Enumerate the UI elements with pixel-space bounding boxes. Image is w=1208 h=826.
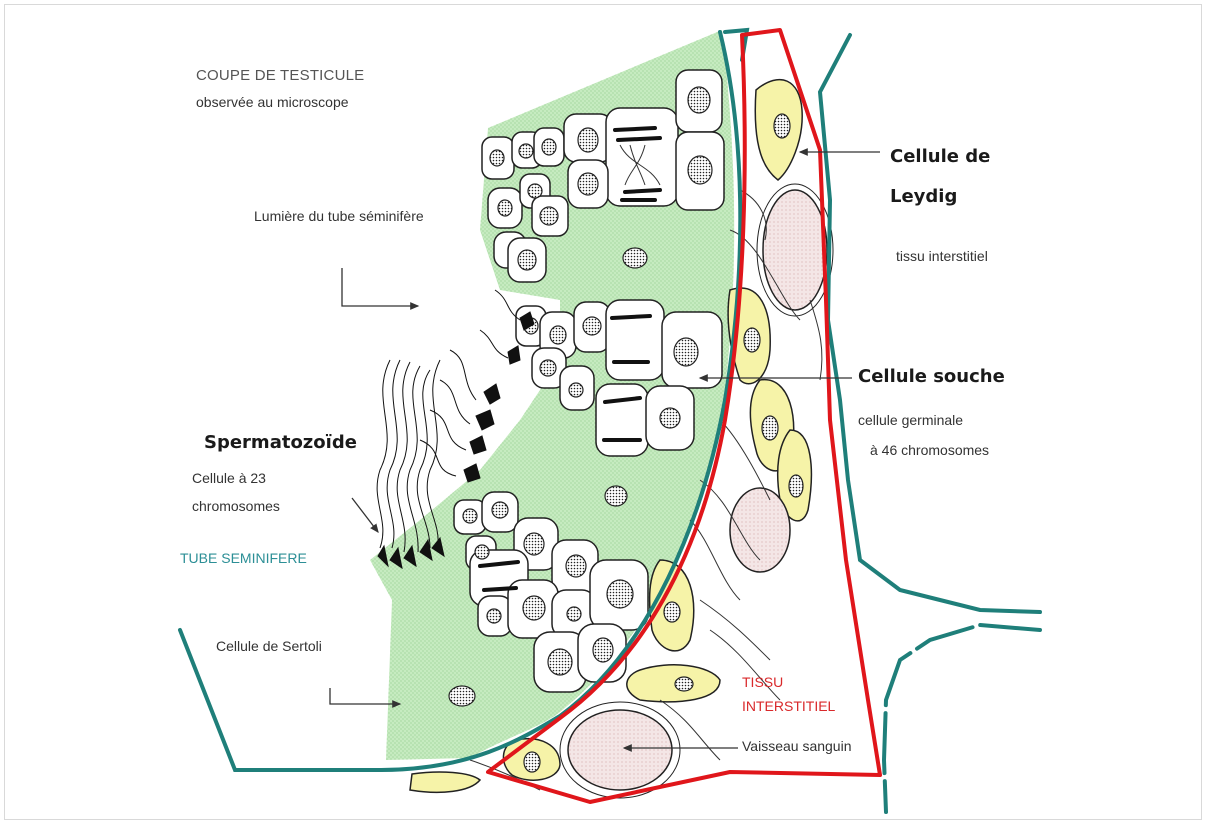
label-spermatozoide-desc-line2: chromosomes	[192, 496, 280, 516]
label-tissu-caps-line2: INTERSTITIEL	[742, 696, 835, 716]
label-lumiere: Lumière du tube séminifère	[254, 206, 424, 226]
label-spermatozoide: Spermatozoïde	[204, 430, 357, 456]
label-leydig-line2: Leydig	[890, 184, 957, 210]
label-spermatozoide-desc-line1: Cellule à 23	[192, 468, 266, 488]
tubule-wall-right	[820, 35, 1040, 612]
label-cellule-germinale-line1: cellule germinale	[858, 410, 963, 430]
label-cellule-souche: Cellule souche	[858, 364, 1005, 390]
label-tube-seminifere: TUBE SEMINIFERE	[180, 548, 307, 568]
tubule-wall-right-2	[884, 625, 1040, 812]
diagram-title-line1: COUPE DE TESTICULE	[196, 66, 364, 86]
label-vaisseau-sanguin: Vaisseau sanguin	[742, 736, 851, 756]
label-tissu-caps-line1: TISSU	[742, 672, 783, 692]
label-cellule-germinale-line2: à 46 chromosomes	[870, 440, 989, 460]
label-leydig-line1: Cellule de	[890, 144, 990, 170]
diagram-title-line2: observée au microscope	[196, 92, 349, 112]
label-tissu-interstitiel-small: tissu interstitiel	[896, 246, 988, 266]
label-sertoli: Cellule de Sertoli	[216, 636, 322, 656]
